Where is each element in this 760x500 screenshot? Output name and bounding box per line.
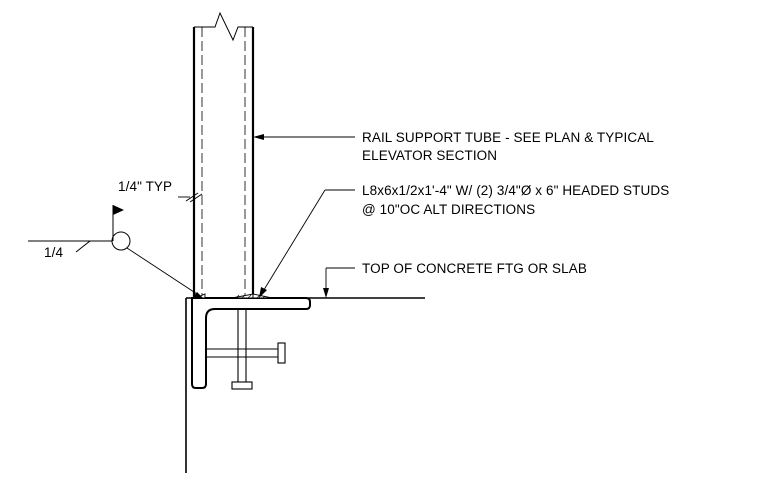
- headed-studs: [206, 309, 286, 390]
- typ-weld-leader: [178, 192, 203, 203]
- rail-tube-leader: [253, 134, 355, 140]
- rail-tube-label-line1: RAIL SUPPORT TUBE - SEE PLAN & TYPICAL: [362, 130, 654, 145]
- top-of-concrete-leader: [323, 267, 355, 298]
- field-weld-flag-icon: [113, 205, 124, 215]
- break-line: [194, 11, 253, 42]
- rail-tube-label-line2: ELEVATOR SECTION: [362, 148, 497, 163]
- angle-label-line1: L8x6x1/2x1'-4" W/ (2) 3/4"Ø x 6" HEADED …: [362, 183, 669, 198]
- weld-all-around-icon: [111, 231, 131, 251]
- weld-size-label: 1/4: [44, 245, 63, 260]
- typ-weld-label: 1/4" TYP: [118, 179, 172, 194]
- weld-symbol: [28, 205, 203, 298]
- top-of-concrete-label: TOP OF CONCRETE FTG OR SLAB: [362, 261, 587, 276]
- rail-support-tube: [192, 27, 255, 298]
- angle-label-line2: @ 10"OC ALT DIRECTIONS: [362, 202, 535, 217]
- angle-leader: [259, 189, 355, 298]
- steel-angle: [191, 297, 311, 389]
